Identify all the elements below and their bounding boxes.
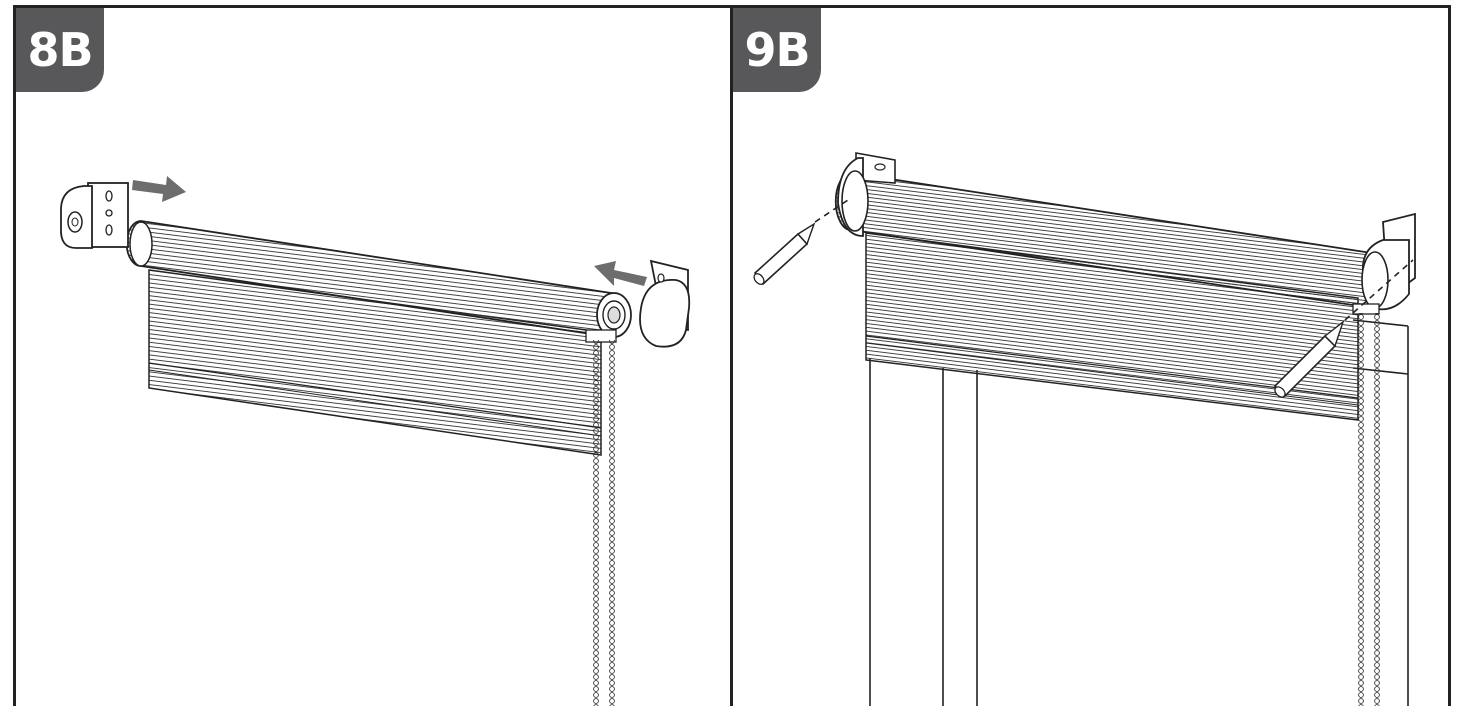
left-bracket	[60, 182, 129, 249]
step-9b-illustration	[753, 152, 1416, 706]
right-bracket	[639, 259, 691, 348]
left-bracket	[837, 152, 896, 237]
right-bracket	[1352, 212, 1416, 315]
arrow-left-icon	[594, 261, 647, 286]
step-label-9b: 9B	[733, 8, 821, 92]
step-8b-illustration	[60, 176, 691, 706]
control-mechanism	[585, 292, 632, 343]
bead-chain	[1356, 313, 1380, 706]
step-9b-panel: 9B	[730, 5, 1451, 706]
step-8b-panel: 8B	[13, 5, 733, 706]
arrow-right-icon	[132, 176, 186, 202]
step-label-8b: 8B	[16, 8, 104, 92]
screw-left-icon	[753, 197, 852, 286]
screw-right-icon	[1273, 259, 1414, 398]
bead-chain	[591, 340, 615, 706]
